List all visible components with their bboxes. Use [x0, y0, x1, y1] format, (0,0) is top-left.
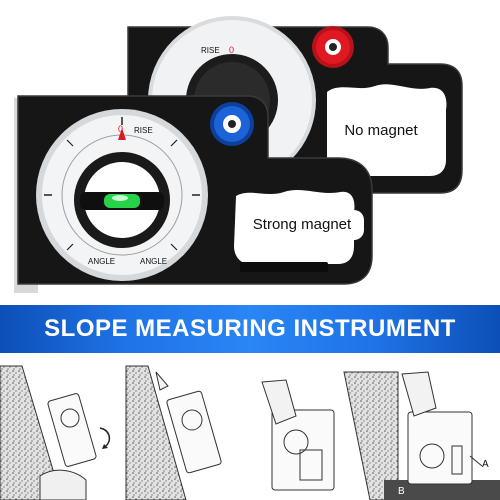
front-dial-angle-label-left: ANGLE	[88, 257, 116, 266]
no-magnet-label: No magnet	[331, 116, 431, 146]
back-dial-rise-label: RISE	[201, 46, 220, 55]
usage-step-2	[125, 365, 222, 500]
front-dial-rise-label: RISE	[134, 126, 153, 135]
front-dial-zero-label: 0	[118, 124, 124, 134]
strong-magnet-label: Strong magnet	[240, 210, 364, 240]
usage-diagrams	[0, 365, 500, 500]
title-banner: SLOPE MEASURING INSTRUMENT	[0, 305, 500, 353]
dial-ticks	[44, 117, 200, 251]
front-dial-angle-label-right: ANGLE	[140, 257, 168, 266]
banner-title: SLOPE MEASURING INSTRUMENT	[44, 315, 456, 342]
diagram-point-a: A	[482, 459, 489, 470]
diagram-point-b: B	[398, 486, 405, 497]
usage-step-4	[384, 371, 500, 500]
usage-step-3	[261, 371, 399, 500]
back-dial-zero-label: 0	[229, 45, 235, 55]
inclinometer-illustration	[14, 16, 463, 293]
usage-step-1	[0, 365, 111, 500]
